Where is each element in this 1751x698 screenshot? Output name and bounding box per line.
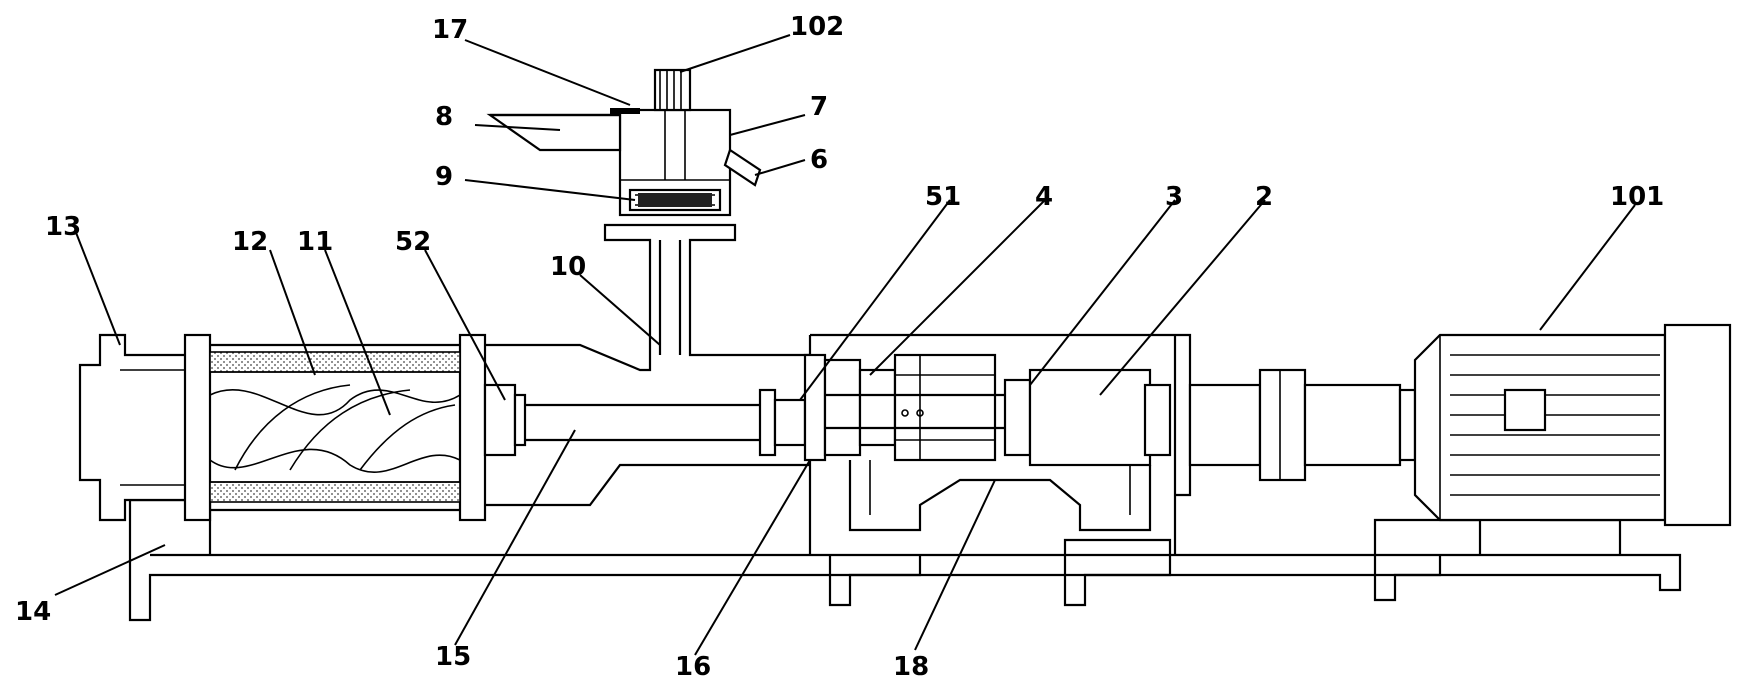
inlet-flange [78,333,197,522]
label-3: 3 [1165,182,1183,212]
label-9: 9 [435,162,453,192]
label-52: 52 [395,227,431,257]
label-12: 12 [232,227,268,257]
label-11: 11 [297,227,333,257]
motor [1413,323,1732,527]
label-10: 10 [550,252,586,282]
connecting-rod [483,383,807,457]
label-4: 4 [1035,182,1053,212]
label-6: 6 [810,145,828,175]
label-15: 15 [435,642,471,672]
stator-housing [183,333,487,522]
bearing-housing [803,333,1192,555]
label-16: 16 [675,652,711,682]
leader-lines [54,34,1636,656]
label-8: 8 [435,102,453,132]
rotor [209,384,461,473]
label-13: 13 [45,212,81,242]
label-7: 7 [810,92,828,122]
label-2: 2 [1255,182,1273,212]
label-17: 17 [432,15,468,45]
label-101: 101 [1610,182,1664,212]
label-18: 18 [893,652,929,682]
motor-coupling [1188,368,1417,482]
pump-casing [485,223,810,507]
label-51: 51 [925,182,961,212]
label-14: 14 [15,597,51,627]
label-102: 102 [790,12,844,42]
hopper-assembly [486,68,762,217]
